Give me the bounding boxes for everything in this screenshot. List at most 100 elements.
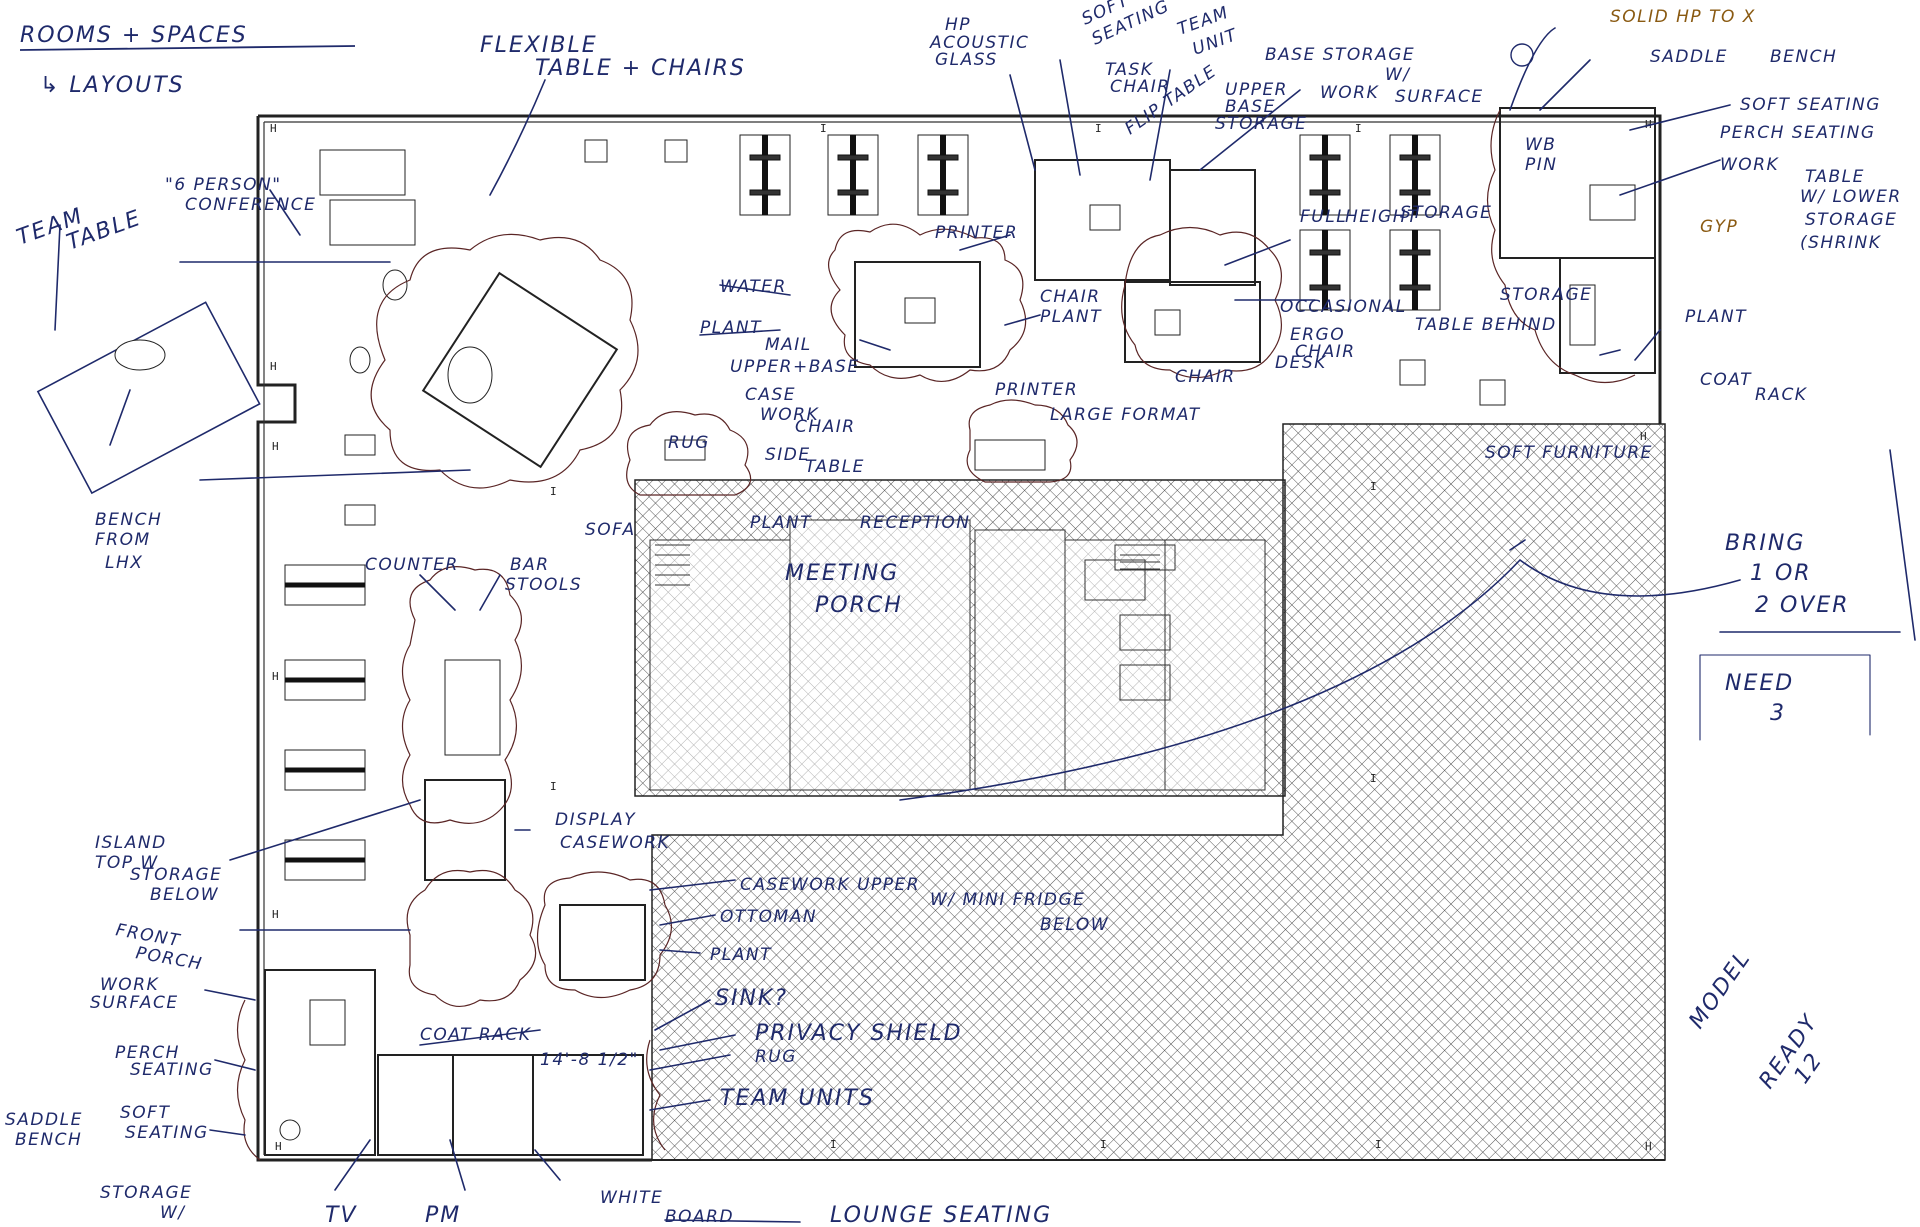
label-side-table: TABLE: [805, 457, 865, 477]
label-need-three: 3: [1770, 701, 1786, 726]
label-coat-rack-lower: COAT RACK: [420, 1025, 532, 1045]
sheet-subtitle: ↳ LAYOUTS: [40, 73, 185, 98]
label-surface-lower: SURFACE: [90, 993, 179, 1013]
label-height: HEIGHT: [1345, 207, 1419, 227]
label-lounge-seating: LOUNGE SEATING: [830, 1203, 1052, 1227]
label-six-person: "6 PERSON": [165, 175, 282, 195]
building-core: [649, 519, 1266, 791]
label-team-units: TEAM UNITS: [720, 1086, 875, 1111]
label-perch-seating-lower: SEATING: [130, 1060, 214, 1080]
svg-text:I: I: [1095, 122, 1102, 135]
svg-text:I: I: [1355, 122, 1362, 135]
label-glass: GLASS: [935, 50, 998, 70]
label-case: CASE: [745, 385, 796, 405]
label-conference: CONFERENCE: [185, 195, 316, 215]
label-gyp: GYP: [1700, 217, 1738, 237]
svg-text:I: I: [550, 485, 557, 498]
label-mini-fridge: W/ MINI FRIDGE: [930, 890, 1085, 910]
label-hp: HP: [945, 15, 971, 35]
svg-text:I: I: [1370, 480, 1377, 493]
label-top-w: TOP W: [95, 853, 159, 873]
label-pm: PM: [425, 1203, 461, 1227]
label-table-behind: TABLE BEHIND: [1415, 315, 1557, 335]
svg-text:I: I: [1100, 1138, 1107, 1151]
label-two-over: 2 OVER: [1755, 593, 1850, 618]
label-lhx: LHX: [105, 553, 143, 573]
sheet-title: ROOMS + SPACES: [20, 23, 248, 48]
label-base-storage: BASE STORAGE: [1265, 45, 1415, 65]
label-task: TASK: [1105, 60, 1154, 80]
label-storage-w: W/: [160, 1203, 186, 1223]
label-ottoman: OTTOMAN: [720, 907, 817, 927]
label-perch: PERCH: [115, 1043, 180, 1063]
svg-text:H: H: [270, 122, 277, 135]
label-model: MODEL: [1684, 946, 1756, 1034]
label-printer-top: PRINTER: [935, 223, 1018, 243]
label-chair-mid: CHAIR: [1040, 287, 1101, 307]
label-occasional: OCCASIONAL: [1280, 297, 1407, 317]
svg-text:I: I: [1370, 772, 1377, 785]
svg-text:H: H: [1645, 1140, 1652, 1153]
cloud-markups: [236, 109, 1636, 1161]
label-need: NEED: [1725, 671, 1794, 696]
wall-markers: H H H H H H H H H I I I I I I I I I I: [270, 118, 1652, 1153]
label-mail: MAIL: [765, 335, 812, 355]
svg-text:H: H: [270, 360, 277, 373]
label-bar: BAR: [510, 555, 550, 575]
label-from: FROM: [95, 530, 151, 550]
label-tv: TV: [325, 1203, 358, 1227]
label-meeting: MEETING: [785, 561, 899, 586]
svg-text:H: H: [1640, 430, 1647, 443]
label-storage-right: STORAGE: [1805, 210, 1897, 230]
label-dimension: 14'-8 1/2": [540, 1050, 639, 1070]
label-side: SIDE: [765, 445, 811, 465]
label-saddle-bench-lower: BENCH: [15, 1130, 82, 1150]
label-plant-right: PLANT: [1685, 307, 1747, 327]
label-shrink: (SHRINK: [1800, 233, 1882, 253]
label-solid-hp: SOLID HP TO X: [1610, 7, 1756, 27]
label-stools: STOOLS: [505, 575, 582, 595]
label-surface: SURFACE: [1395, 87, 1484, 107]
label-sofa: SOFA: [585, 520, 636, 540]
label-desk: DESK: [1275, 353, 1327, 373]
label-ergo: ERGO: [1290, 325, 1345, 345]
label-acoustic: ACOUSTIC: [929, 33, 1029, 53]
label-w: W/: [1385, 65, 1411, 85]
label-flexible: FLEXIBLE: [480, 33, 598, 58]
label-white: WHITE: [600, 1188, 663, 1208]
label-chair: CHAIR: [1110, 77, 1171, 97]
label-chair-right: CHAIR: [1175, 367, 1236, 387]
label-plant-lower: PLANT: [710, 945, 772, 965]
label-board: BOARD: [665, 1207, 734, 1227]
label-saddle-lower: SADDLE: [5, 1110, 83, 1130]
label-perch-seating: PERCH SEATING: [1720, 123, 1876, 143]
label-table-right: TABLE: [1805, 167, 1865, 187]
label-plant-mid: PLANT: [1040, 307, 1102, 327]
label-privacy-shield: PRIVACY SHIELD: [755, 1021, 963, 1046]
label-rug: RUG: [668, 433, 710, 453]
label-storage: STORAGE: [1215, 114, 1307, 134]
label-storage-mid: STORAGE: [1400, 203, 1492, 223]
label-plant-left: PLANT: [700, 318, 762, 338]
label-island-storage: STORAGE: [130, 865, 222, 885]
label-fridge-below: BELOW: [1040, 915, 1109, 935]
label-front-porch: PORCH: [134, 943, 204, 974]
label-base: BASE: [1225, 97, 1276, 117]
label-pin: PIN: [1525, 155, 1557, 175]
label-large-format: LARGE FORMAT: [1050, 405, 1201, 425]
label-work-lower: WORK: [100, 975, 160, 995]
furniture: [114, 139, 1636, 1141]
label-rug-lower: RUG: [755, 1047, 797, 1067]
label-water: WATER: [720, 277, 787, 297]
label-coat-rack: RACK: [1755, 385, 1808, 405]
label-table-chairs: TABLE + CHAIRS: [535, 56, 746, 81]
workstation-clusters: [284, 134, 1441, 881]
label-soft-seating-lower: SEATING: [125, 1123, 209, 1143]
rooms: [36, 107, 1656, 1156]
label-one-or: 1 OR: [1750, 561, 1812, 586]
label-sink: SINK?: [715, 986, 788, 1011]
label-bench-top: BENCH: [1770, 47, 1837, 67]
label-wb: WB: [1525, 135, 1556, 155]
svg-text:I: I: [830, 1138, 837, 1151]
